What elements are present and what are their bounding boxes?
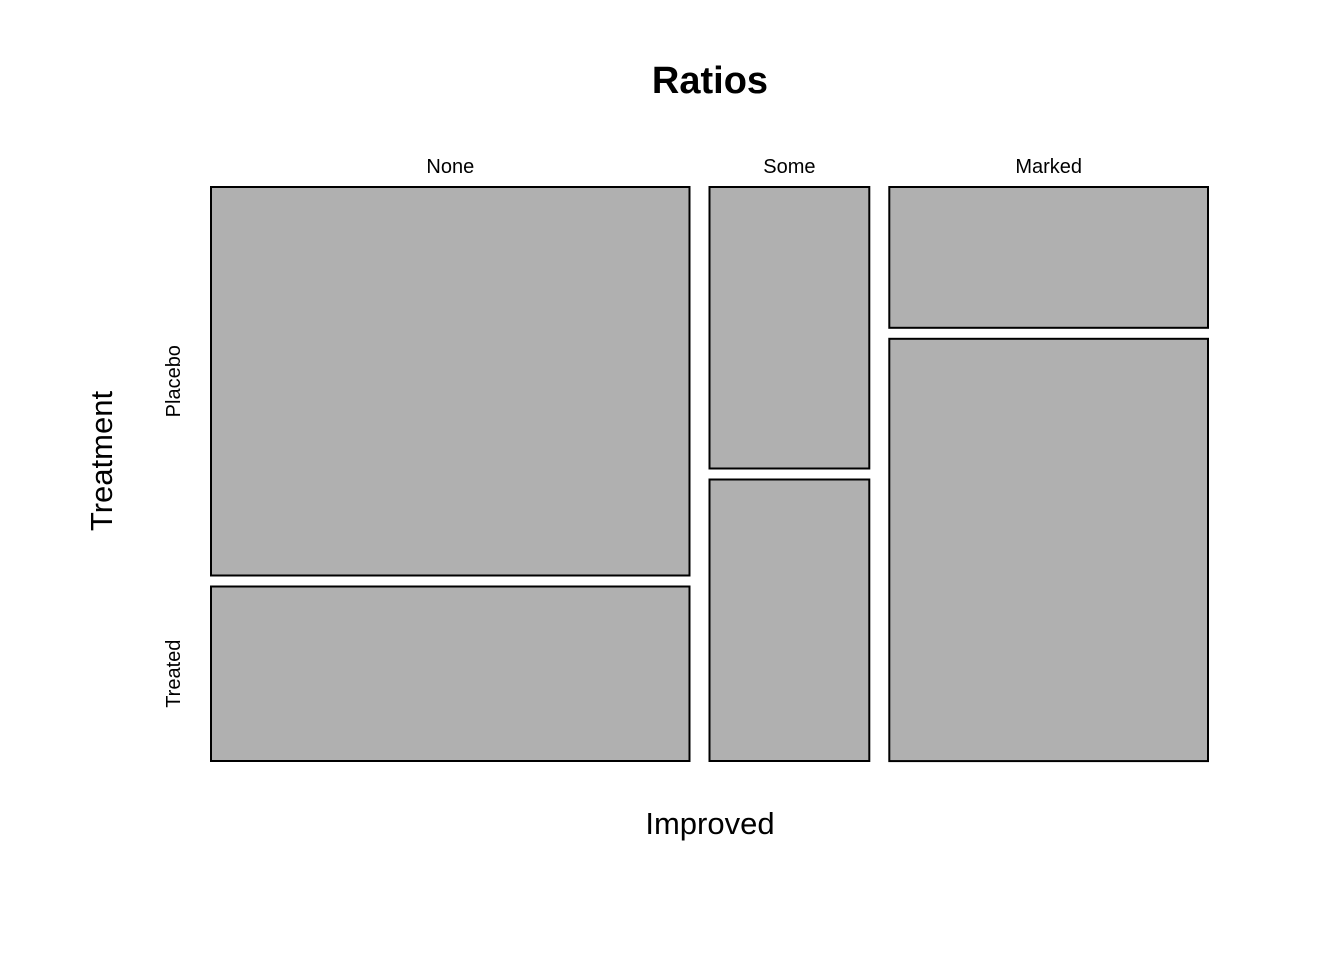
- x-tick-label-none: None: [426, 156, 474, 178]
- y-tick-label-treated: Treated: [163, 640, 185, 708]
- x-tick-label-some: Some: [763, 156, 815, 178]
- mosaic-tile-marked-placebo: [888, 186, 1209, 329]
- mosaic-tile-some-placebo: [708, 186, 871, 470]
- x-tick-label-marked: Marked: [1015, 156, 1082, 178]
- chart-title: Ratios: [652, 60, 768, 102]
- y-tick-label-placebo: Placebo: [163, 345, 185, 417]
- mosaic-tile-marked-treated: [888, 337, 1209, 763]
- mosaic-tile-some-treated: [708, 478, 871, 762]
- mosaic-tile-none-treated: [210, 585, 691, 762]
- x-axis-title: Improved: [645, 806, 774, 841]
- x-tick-labels: None Some Marked: [426, 156, 1082, 178]
- mosaic-tile-none-placebo: [210, 186, 691, 577]
- mosaic-tiles: [210, 186, 1209, 763]
- y-axis-title: Treatment: [84, 391, 119, 532]
